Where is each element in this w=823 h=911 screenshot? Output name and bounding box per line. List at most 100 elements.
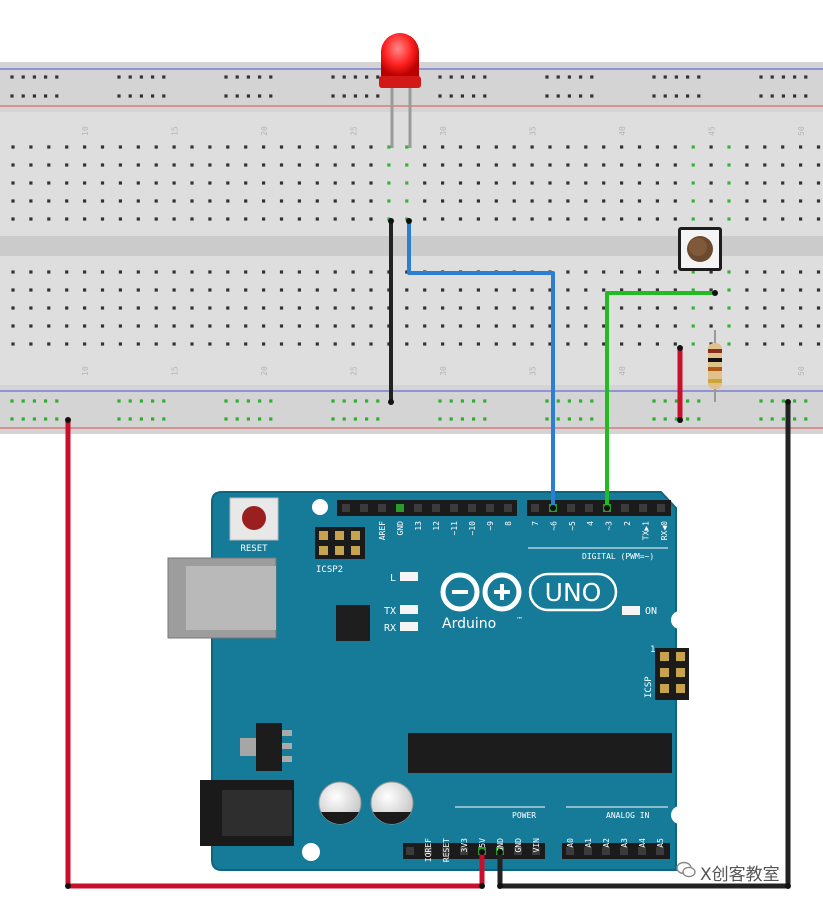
breadboard-holes bbox=[10, 75, 821, 421]
rail-hole bbox=[224, 75, 228, 79]
column-number: 40 bbox=[618, 126, 627, 136]
rail-hole bbox=[365, 94, 369, 98]
hole bbox=[387, 324, 391, 328]
hole bbox=[763, 199, 767, 203]
rail-hole bbox=[32, 399, 36, 403]
hole bbox=[208, 163, 212, 167]
hole bbox=[655, 163, 659, 167]
hole bbox=[297, 217, 301, 221]
header-pin bbox=[450, 504, 458, 512]
digital-header bbox=[527, 500, 671, 516]
hole bbox=[781, 306, 785, 310]
hole bbox=[709, 217, 713, 221]
rail-hole bbox=[804, 75, 808, 79]
hole bbox=[100, 342, 105, 346]
hole bbox=[781, 145, 785, 149]
header-pin bbox=[657, 504, 665, 512]
hole bbox=[548, 163, 552, 167]
rail-hole bbox=[781, 399, 785, 403]
rail-hole bbox=[697, 417, 701, 421]
hole bbox=[29, 145, 33, 149]
rail-hole bbox=[32, 417, 36, 421]
hole bbox=[637, 270, 642, 274]
hole bbox=[333, 270, 337, 274]
hole bbox=[244, 145, 248, 149]
hole bbox=[297, 163, 301, 167]
hole bbox=[190, 288, 194, 292]
hole bbox=[458, 306, 463, 310]
pin bbox=[319, 531, 328, 540]
rail-hole bbox=[331, 399, 335, 403]
rail-hole bbox=[342, 75, 346, 79]
column-number: 15 bbox=[171, 126, 180, 136]
hole bbox=[620, 324, 624, 328]
hole bbox=[494, 163, 498, 167]
hole bbox=[673, 324, 677, 328]
hole bbox=[816, 145, 821, 149]
hole bbox=[763, 324, 767, 328]
hole bbox=[136, 270, 140, 274]
hole bbox=[458, 199, 463, 203]
rail-hole bbox=[793, 399, 797, 403]
rail-hole bbox=[44, 417, 48, 421]
model-label: UNO bbox=[545, 578, 602, 607]
header-pin bbox=[620, 847, 628, 855]
hole bbox=[602, 342, 606, 346]
trademark-mark: ™ bbox=[516, 616, 523, 624]
wire-end bbox=[785, 399, 791, 405]
wechat-icon bbox=[676, 861, 696, 884]
hole bbox=[83, 288, 87, 292]
hole bbox=[691, 288, 695, 292]
rail-hole bbox=[663, 75, 667, 79]
hole bbox=[512, 199, 516, 203]
hole bbox=[65, 145, 69, 149]
rail-hole bbox=[804, 399, 808, 403]
hole bbox=[655, 145, 659, 149]
hole bbox=[315, 145, 319, 149]
rail-hole bbox=[246, 94, 250, 98]
rail-hole bbox=[224, 417, 228, 421]
hole bbox=[315, 163, 319, 167]
hole bbox=[637, 163, 642, 167]
hole bbox=[226, 163, 230, 167]
hole bbox=[405, 306, 409, 310]
hole bbox=[154, 145, 158, 149]
hole bbox=[530, 199, 534, 203]
rail-hole bbox=[235, 94, 239, 98]
pin bbox=[319, 546, 328, 555]
hole bbox=[494, 217, 498, 221]
hole bbox=[297, 199, 301, 203]
hole bbox=[655, 199, 659, 203]
rail-hole bbox=[151, 75, 155, 79]
hole bbox=[11, 217, 15, 221]
rail-hole bbox=[449, 417, 453, 421]
rail-hole bbox=[567, 75, 571, 79]
digital-pin-label: ~5 bbox=[568, 521, 577, 531]
rail-hole bbox=[438, 417, 442, 421]
column-number: 15 bbox=[171, 366, 180, 376]
header-pin bbox=[360, 504, 368, 512]
power-pin-label: 3V3 bbox=[460, 838, 469, 853]
pin bbox=[335, 546, 344, 555]
hole bbox=[441, 288, 445, 292]
hole bbox=[47, 342, 51, 346]
rail-hole bbox=[781, 417, 785, 421]
hole bbox=[226, 199, 230, 203]
hole bbox=[369, 270, 373, 274]
mount-hole bbox=[302, 843, 320, 861]
hole bbox=[190, 181, 194, 185]
hole bbox=[405, 342, 409, 346]
hole bbox=[441, 324, 445, 328]
hole bbox=[279, 342, 284, 346]
hole bbox=[136, 199, 140, 203]
hole bbox=[47, 199, 51, 203]
rail-hole bbox=[365, 75, 369, 79]
rail-hole bbox=[472, 417, 476, 421]
resistor bbox=[708, 330, 722, 402]
column-number: 25 bbox=[350, 126, 359, 136]
led-rx bbox=[400, 622, 418, 631]
hole bbox=[29, 181, 33, 185]
hole bbox=[208, 324, 212, 328]
header-pin bbox=[396, 504, 404, 512]
hole bbox=[620, 145, 624, 149]
